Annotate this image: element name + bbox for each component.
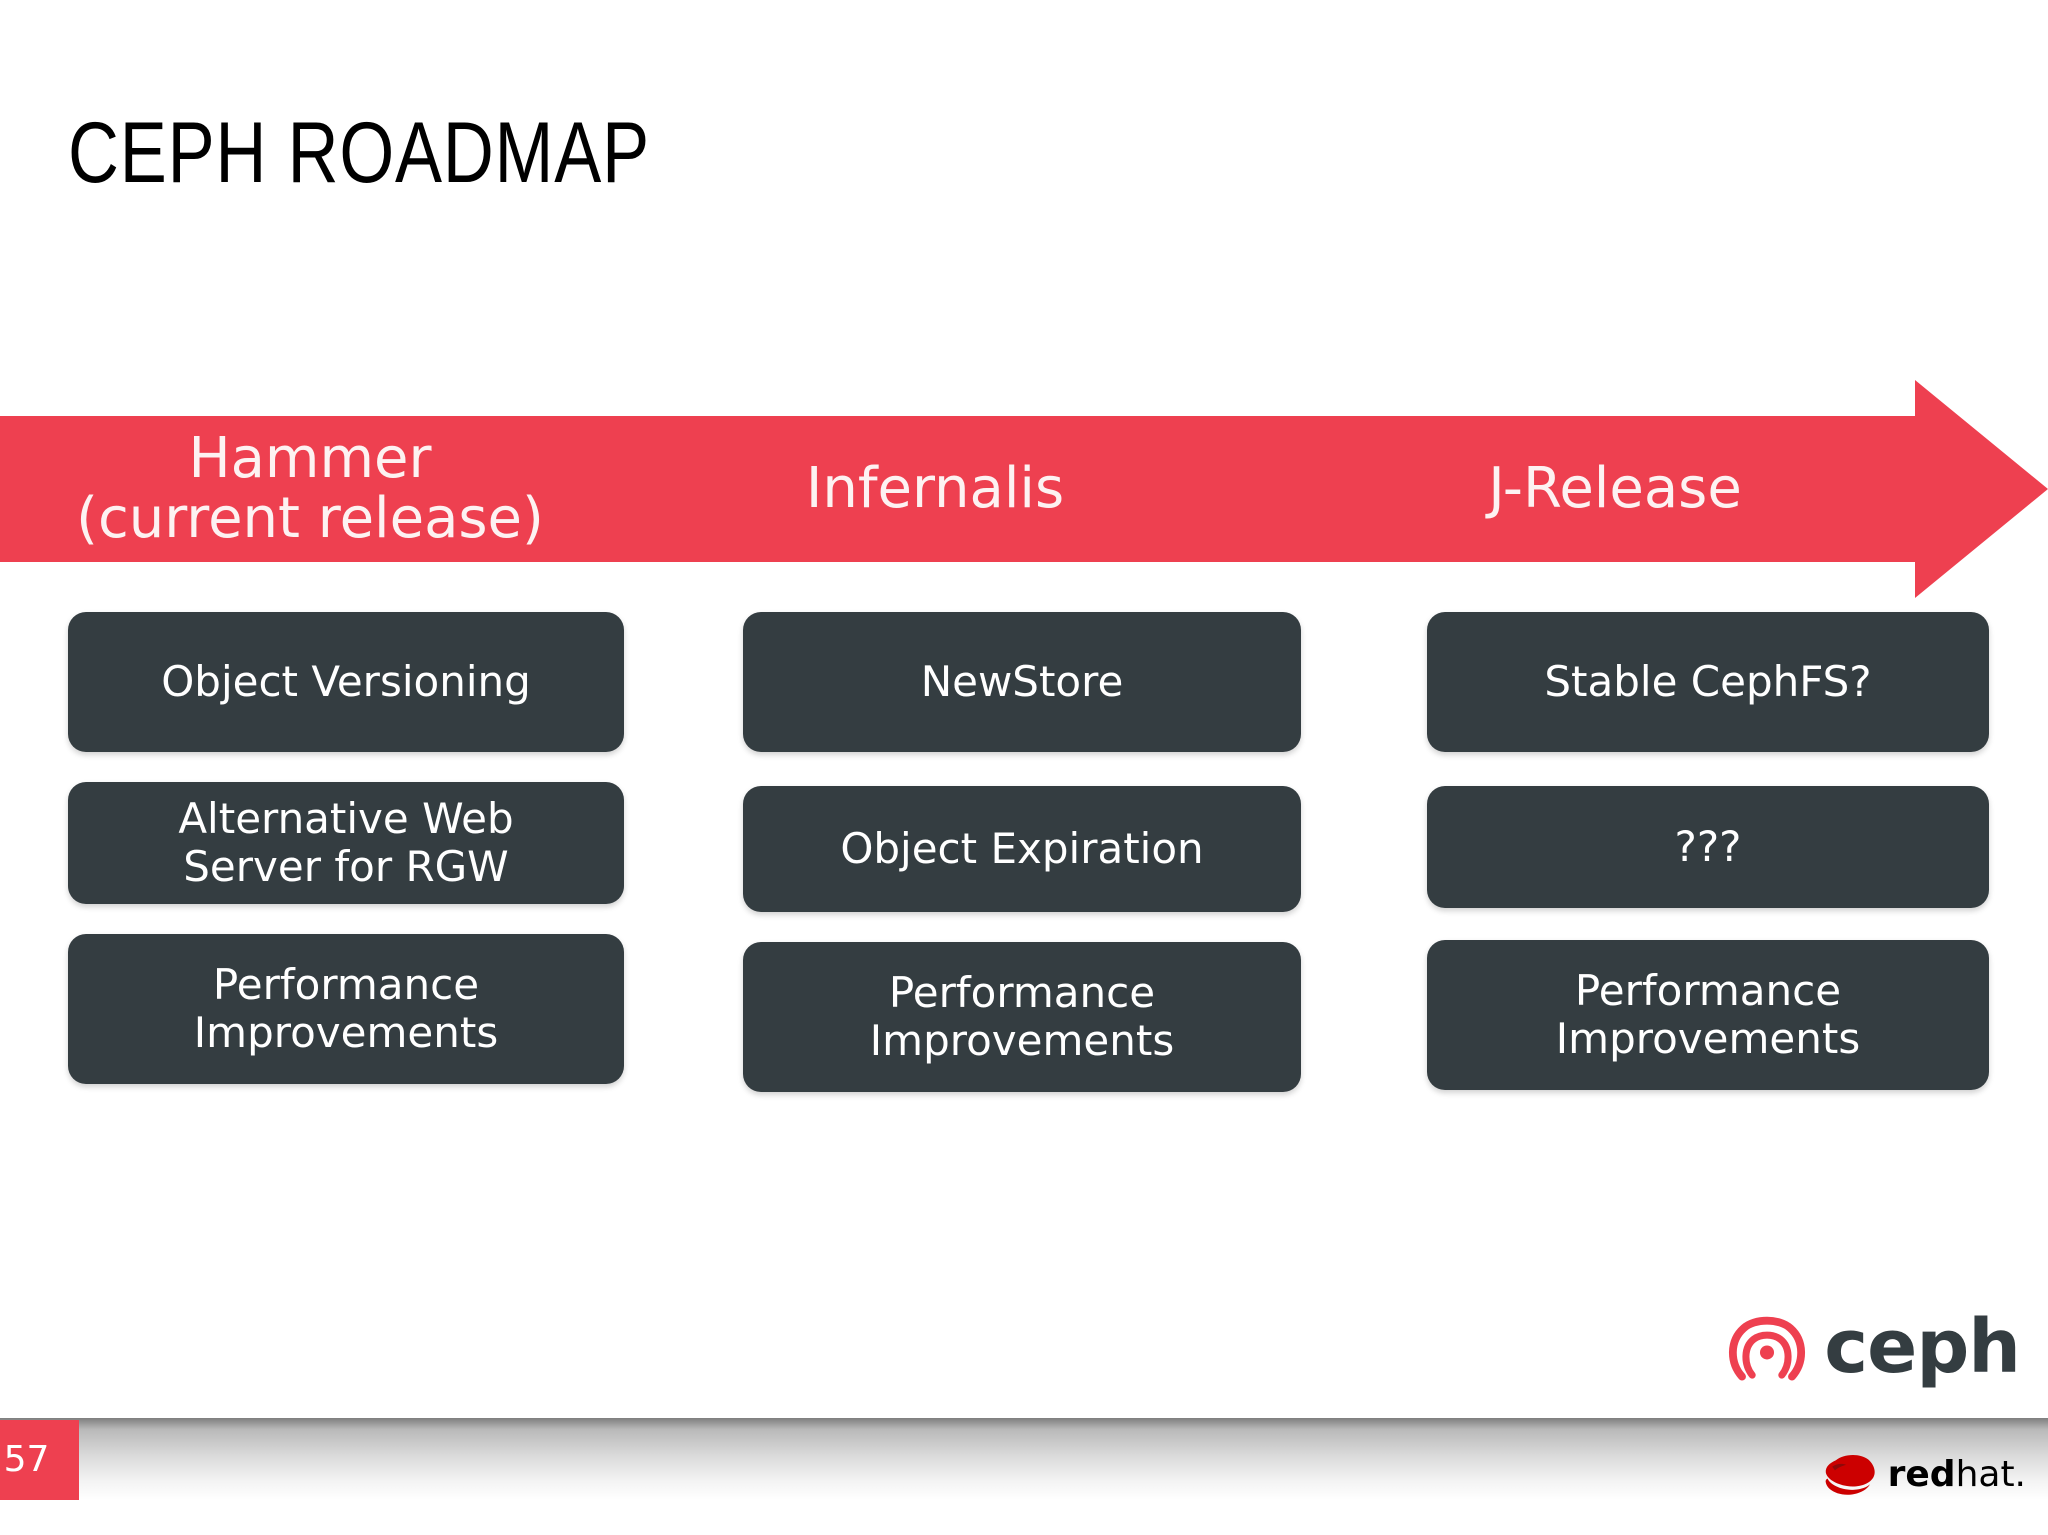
ceph-logo: ceph: [1728, 1304, 2021, 1390]
feature-box: Object Versioning: [68, 612, 624, 752]
redhat-logo: redhat.: [1822, 1452, 2026, 1498]
timeline-label-infernalis-name: Infernalis: [805, 455, 1065, 521]
slide-number: 57: [3, 1439, 50, 1480]
feature-box: Stable CephFS?: [1427, 612, 1989, 752]
footer-band: [0, 1418, 2048, 1500]
page-title: CEPH ROADMAP: [68, 105, 650, 201]
timeline-label-infernalis: Infernalis: [655, 380, 1215, 598]
timeline-label-j-release-name: J-Release: [1488, 455, 1742, 521]
feature-box: Alternative Web Server for RGW: [68, 782, 624, 904]
roadmap-column-infernalis: NewStore Object Expiration Performance I…: [743, 612, 1301, 1092]
timeline-label-hammer-name: Hammer: [188, 425, 432, 491]
redhat-wordmark: redhat.: [1888, 1457, 2026, 1493]
feature-box: ???: [1427, 786, 1989, 908]
timeline-label-j-release: J-Release: [1335, 380, 1895, 598]
redhat-word-hat: hat.: [1955, 1454, 2026, 1495]
roadmap-column-hammer: Object Versioning Alternative Web Server…: [68, 612, 624, 1084]
redhat-shadowman-icon: [1825, 1454, 1875, 1495]
timeline-label-hammer: Hammer (current release): [0, 380, 620, 598]
feature-box: Object Expiration: [743, 786, 1301, 912]
timeline-label-hammer-sub: (current release): [76, 486, 544, 551]
feature-box: Performance Improvements: [743, 942, 1301, 1092]
slide-number-badge: 57: [0, 1420, 79, 1500]
feature-box: NewStore: [743, 612, 1301, 752]
feature-box: Performance Improvements: [1427, 940, 1989, 1090]
feature-box: Performance Improvements: [68, 934, 624, 1084]
roadmap-column-j-release: Stable CephFS? ??? Performance Improveme…: [1427, 612, 1989, 1090]
roadmap-timeline-arrow: Hammer (current release) Infernalis J-Re…: [0, 380, 2048, 598]
redhat-word-red: red: [1887, 1454, 1956, 1495]
roadmap-columns: Object Versioning Alternative Web Server…: [0, 612, 2048, 1172]
arrow-shape-icon: [0, 380, 2048, 598]
ceph-octopus-icon: [1729, 1316, 1806, 1381]
ceph-wordmark: ceph: [1824, 1304, 2021, 1390]
timeline-labels: Hammer (current release) Infernalis J-Re…: [0, 380, 1915, 598]
